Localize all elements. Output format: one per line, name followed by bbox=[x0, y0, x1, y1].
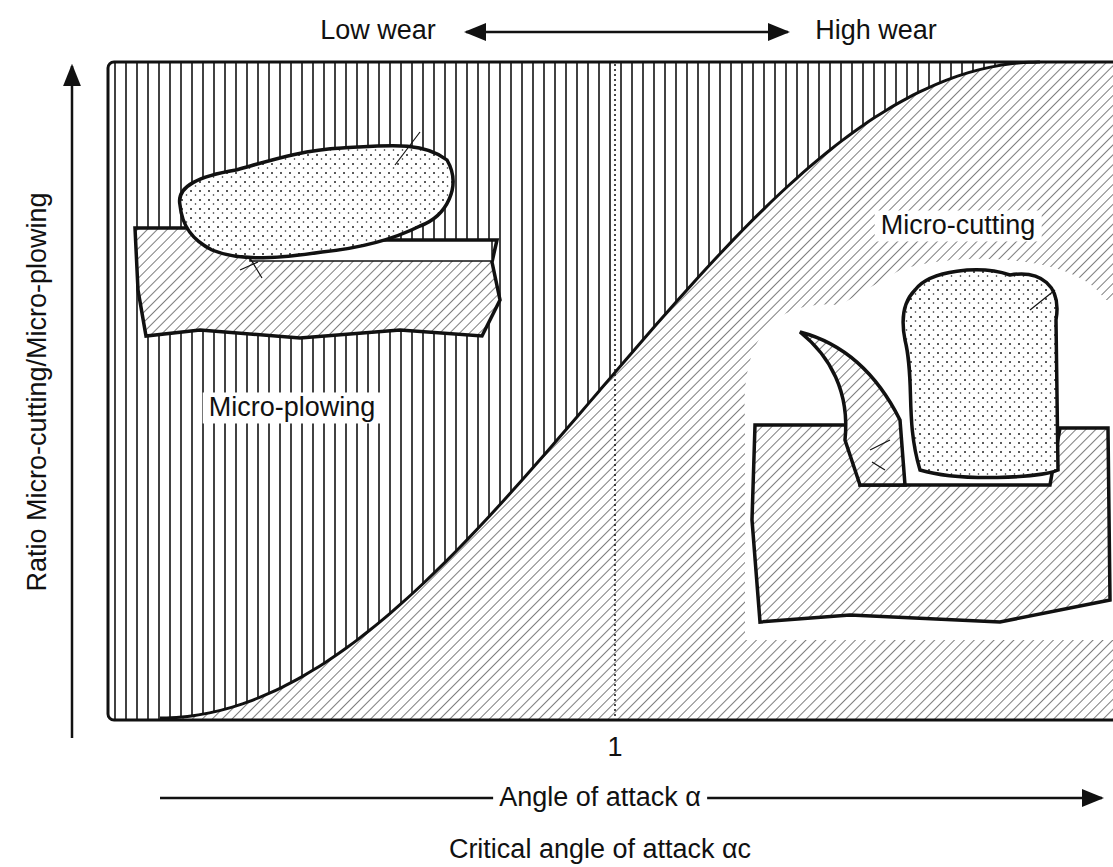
axis-value: 1 bbox=[607, 732, 622, 763]
cutting-region-ground bbox=[160, 62, 1113, 720]
mechanism-label: Micro-cutting bbox=[875, 210, 1042, 241]
wear-arrow bbox=[466, 31, 788, 34]
plot-frame bbox=[108, 62, 1113, 720]
plot-ground bbox=[108, 62, 1113, 720]
axis-title: Critical angle of attack αc bbox=[449, 834, 751, 865]
plowing-region bbox=[108, 62, 1113, 720]
plowing-figure bbox=[135, 132, 500, 338]
cutting-region bbox=[160, 62, 1113, 720]
y-axis-arrow bbox=[71, 66, 74, 738]
critical-angle-line bbox=[614, 64, 616, 718]
wear-label: High wear bbox=[815, 15, 937, 46]
wear-label: Low wear bbox=[320, 15, 436, 46]
cutting-figure bbox=[745, 259, 1113, 640]
axis-title: Ratio Micro-cutting/Micro-plowing bbox=[22, 192, 53, 591]
axis-title: Angle of attack α bbox=[493, 782, 707, 813]
mechanism-label: Micro-plowing bbox=[203, 392, 382, 423]
